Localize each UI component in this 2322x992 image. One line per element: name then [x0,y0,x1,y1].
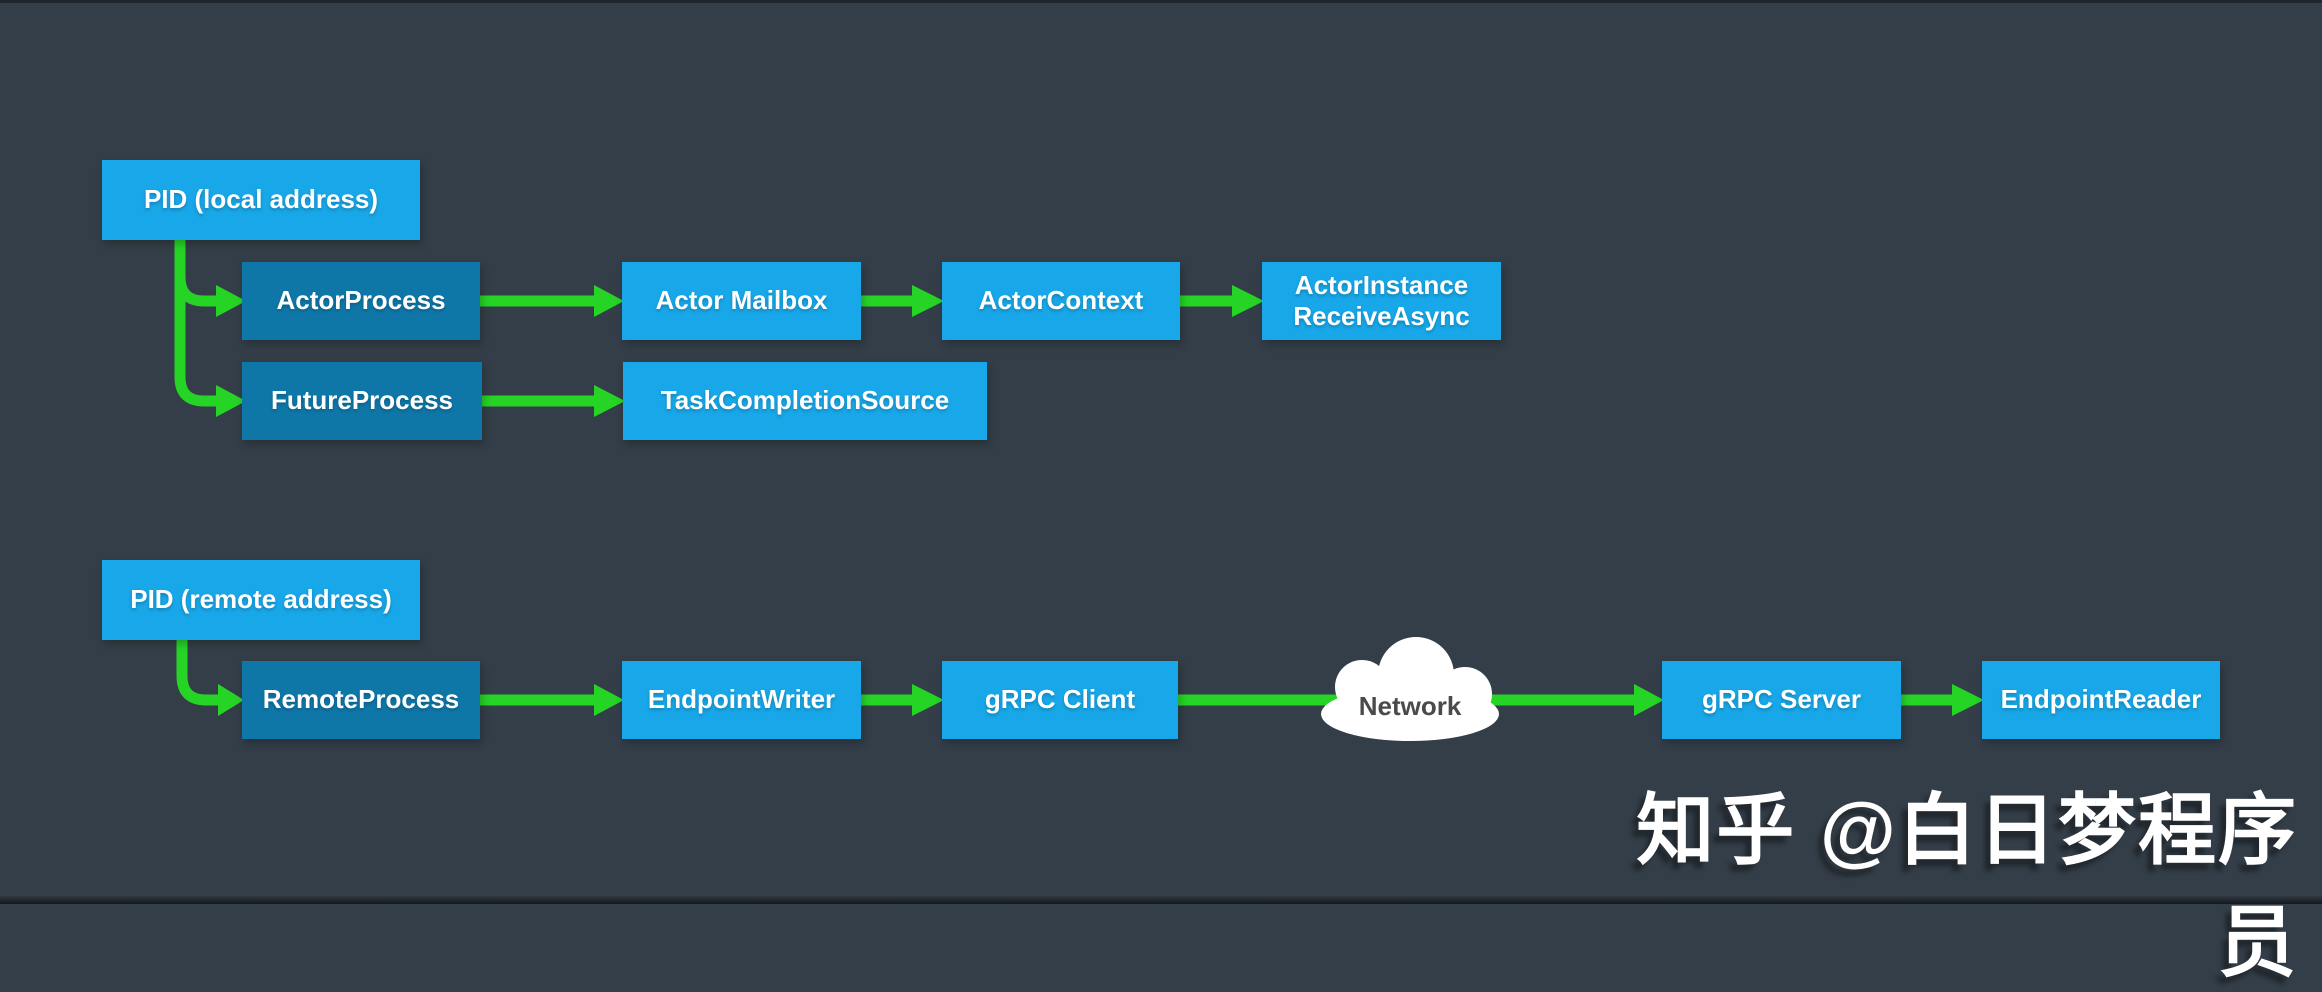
arrowhead-remoteprocess [218,684,244,716]
arrowhead-endpointwriter [594,684,624,716]
arrowhead-grpcserver [1634,684,1664,716]
node-pid-remote: PID (remote address) [102,560,420,640]
arrow-pid-local-branch-actorprocess [174,276,220,307]
top-edge-divider [0,0,2322,3]
node-task-completion-source: TaskCompletionSource [623,362,987,440]
bottom-edge-divider [0,896,2322,904]
node-actor-instance-receiveasync: ActorInstance ReceiveAsync [1262,262,1501,340]
arrowhead-instance [1232,285,1264,317]
node-pid-local: PID (local address) [102,160,420,240]
node-grpc-server: gRPC Server [1662,661,1901,739]
arrow-pid-local-trunk [174,238,220,407]
arrowhead-endpointreader [1952,684,1984,716]
node-grpc-client: gRPC Client [942,661,1178,739]
node-remote-process: RemoteProcess [242,661,480,739]
arrowhead-context [912,285,944,317]
arrowhead-grpcclient [912,684,944,716]
arrowhead-mailbox [594,285,624,317]
arrow-pid-remote-trunk [176,638,222,706]
node-actor-context: ActorContext [942,262,1180,340]
node-endpoint-writer: EndpointWriter [622,661,861,739]
node-endpoint-reader: EndpointReader [1982,661,2220,739]
node-actor-mailbox: Actor Mailbox [622,262,861,340]
watermark-zhihu: 知乎 @白日梦程序员 [1636,786,2298,986]
network-cloud-label: Network [1358,690,1462,721]
arrowhead-taskcompletion [594,385,625,417]
node-actor-process: ActorProcess [242,262,480,340]
node-future-process: FutureProcess [242,362,482,440]
